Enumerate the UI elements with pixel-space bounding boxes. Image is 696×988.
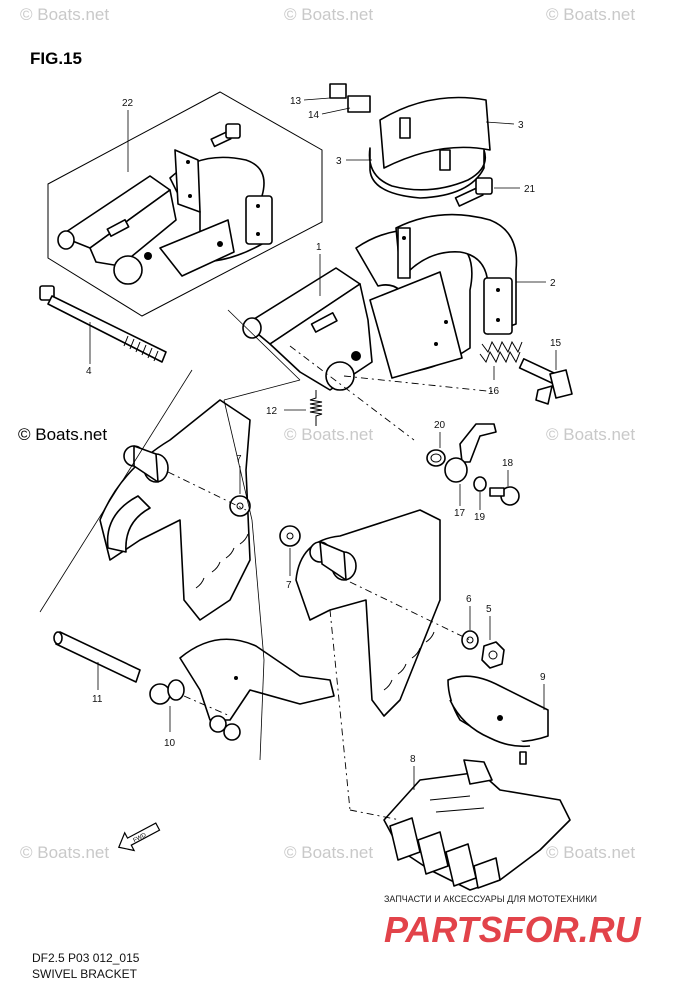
watermark-bc: © Boats.net — [284, 843, 373, 862]
label-part-21: 21 — [524, 184, 536, 195]
watermark-tr: © Boats.net — [546, 5, 635, 24]
label-part-13: 13 — [290, 96, 302, 107]
label-part-7b: 7 — [286, 580, 292, 591]
label-part-1: 1 — [316, 242, 322, 253]
drawing-name: SWIVEL BRACKET — [32, 967, 138, 981]
watermark-mr: © Boats.net — [546, 425, 635, 444]
part-10-lever — [149, 638, 335, 741]
figure-title: FIG.15 — [30, 49, 82, 68]
label-part-14: 14 — [308, 110, 320, 121]
part-9-stopper — [447, 675, 549, 765]
label-part-11: 11 — [92, 694, 103, 705]
label-part-7a: 7 — [236, 454, 242, 465]
label-part-15: 15 — [550, 338, 562, 349]
label-part-4: 4 — [86, 366, 92, 377]
label-part-19: 19 — [474, 512, 486, 523]
fwd-arrow: FWD — [117, 822, 161, 852]
brand-logo: PARTSFOR.RU — [384, 909, 642, 950]
part-14 — [347, 95, 371, 113]
part-18-screw — [489, 486, 520, 506]
part-19-washer — [473, 476, 487, 492]
watermark-tc: © Boats.net — [284, 5, 373, 24]
part-7-washer-a — [229, 495, 251, 517]
watermark-main: © Boats.net — [18, 425, 107, 444]
label-part-22: 22 — [122, 98, 134, 109]
part-3-bushings — [368, 96, 491, 199]
label-part-3-upper: 3 — [518, 120, 524, 131]
right-swivel-half — [295, 509, 441, 717]
label-part-5: 5 — [486, 604, 492, 615]
label-part-8: 8 — [410, 754, 416, 765]
label-part-3-lower: 3 — [336, 156, 342, 167]
part-20-clip — [426, 449, 446, 467]
part-5-nut — [481, 641, 505, 669]
part-8-bracket — [383, 759, 571, 891]
part-15-knob — [518, 358, 573, 405]
drawing-code: DF2.5 P03 012_015 — [32, 951, 140, 965]
part-21-bolt — [454, 177, 493, 207]
brand-tagline: ЗАПЧАСТИ И АКСЕССУАРЫ ДЛЯ МОТОТЕХНИКИ — [384, 894, 597, 904]
watermark-mc: © Boats.net — [284, 425, 373, 444]
label-part-9: 9 — [540, 672, 546, 683]
watermark-br: © Boats.net — [546, 843, 635, 862]
leader-13 — [303, 97, 331, 101]
part-12-spring — [309, 390, 323, 426]
part-7-washer-b — [279, 525, 301, 547]
label-part-10: 10 — [164, 738, 176, 749]
label-part-16: 16 — [488, 386, 500, 397]
leader-3a — [485, 121, 515, 125]
watermark-tl: © Boats.net — [20, 5, 109, 24]
left-swivel-half — [99, 399, 251, 621]
assembly-lines — [39, 309, 497, 821]
part-4-bolt — [39, 285, 167, 363]
leader-14 — [321, 107, 351, 115]
label-part-18: 18 — [502, 458, 514, 469]
part-22-assembly — [47, 91, 323, 317]
part-1-bracket — [242, 229, 473, 391]
label-part-2: 2 — [550, 278, 556, 289]
watermark-bl: © Boats.net — [20, 843, 109, 862]
label-part-6: 6 — [466, 594, 472, 605]
part-2-clamp — [395, 213, 518, 335]
label-part-12: 12 — [266, 406, 278, 417]
part-6-washer — [461, 630, 479, 650]
part-17-lever — [444, 423, 497, 483]
label-part-17: 17 — [454, 508, 466, 519]
part-11-pin — [53, 631, 141, 683]
part-16-spring — [479, 340, 523, 364]
label-part-20: 20 — [434, 420, 446, 431]
part-13 — [329, 83, 347, 99]
